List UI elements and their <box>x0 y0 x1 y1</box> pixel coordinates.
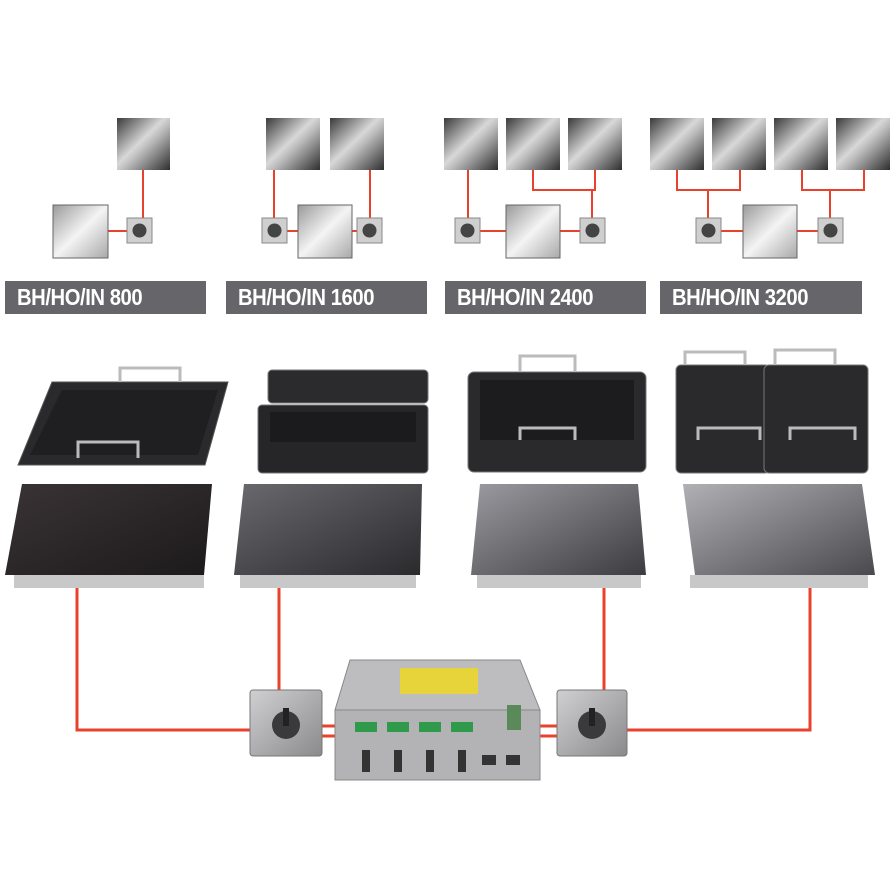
cooking-zone-icon <box>330 118 384 170</box>
cooking-zone-icon <box>444 118 498 170</box>
control-unit-icon <box>52 204 109 259</box>
gastronorm-pans <box>17 348 869 474</box>
induction-generator <box>334 659 541 781</box>
model-label-text: BH/HO/IN 1600 <box>238 284 375 310</box>
deep-pan <box>467 354 647 473</box>
model-label-text: BH/HO/IN 2400 <box>457 284 594 310</box>
rotary-switch-left <box>249 689 323 757</box>
control-unit-icon <box>297 204 353 259</box>
model-label-800: BH/HO/IN 800 <box>5 281 206 314</box>
model-label-text: BH/HO/IN 3200 <box>672 284 809 310</box>
cooking-zone-icon <box>650 118 704 170</box>
cooking-zone-icon <box>506 118 560 170</box>
cooking-zone-icon <box>568 118 622 170</box>
hob-3200 <box>683 484 875 588</box>
cooking-zone-icon <box>836 118 890 170</box>
model-label-text: BH/HO/IN 800 <box>17 284 143 310</box>
induction-hobs <box>5 484 875 588</box>
cooking-zone-icon <box>117 118 170 170</box>
model-label-2400: BH/HO/IN 2400 <box>445 281 646 314</box>
knob-icon <box>356 217 383 244</box>
model-label-1600: BH/HO/IN 1600 <box>226 281 427 314</box>
bottom-wiring <box>75 588 812 738</box>
hob-1600 <box>234 484 422 588</box>
knob-icon <box>126 217 153 244</box>
top-knobs <box>126 217 844 244</box>
cooking-zone-icon <box>774 118 828 170</box>
hob-800 <box>5 484 212 588</box>
top-wiring <box>108 170 865 232</box>
control-unit-icon <box>742 204 798 259</box>
knob-icon <box>817 217 844 244</box>
knob-icon <box>695 217 722 244</box>
knob-icon <box>579 217 606 244</box>
hob-2400 <box>471 484 646 588</box>
control-unit-icon <box>505 204 561 259</box>
top-zone-panels <box>52 118 890 259</box>
rotary-switch-right <box>556 689 628 757</box>
double-pan <box>257 369 429 474</box>
knob-icon <box>454 217 481 244</box>
warning-label <box>400 668 478 694</box>
cooking-zone-icon <box>266 118 320 170</box>
cooking-zone-icon <box>712 118 766 170</box>
tall-pans <box>675 348 869 474</box>
griddle-pan <box>17 366 229 466</box>
model-label-3200: BH/HO/IN 3200 <box>660 281 862 314</box>
knob-icon <box>261 217 288 244</box>
